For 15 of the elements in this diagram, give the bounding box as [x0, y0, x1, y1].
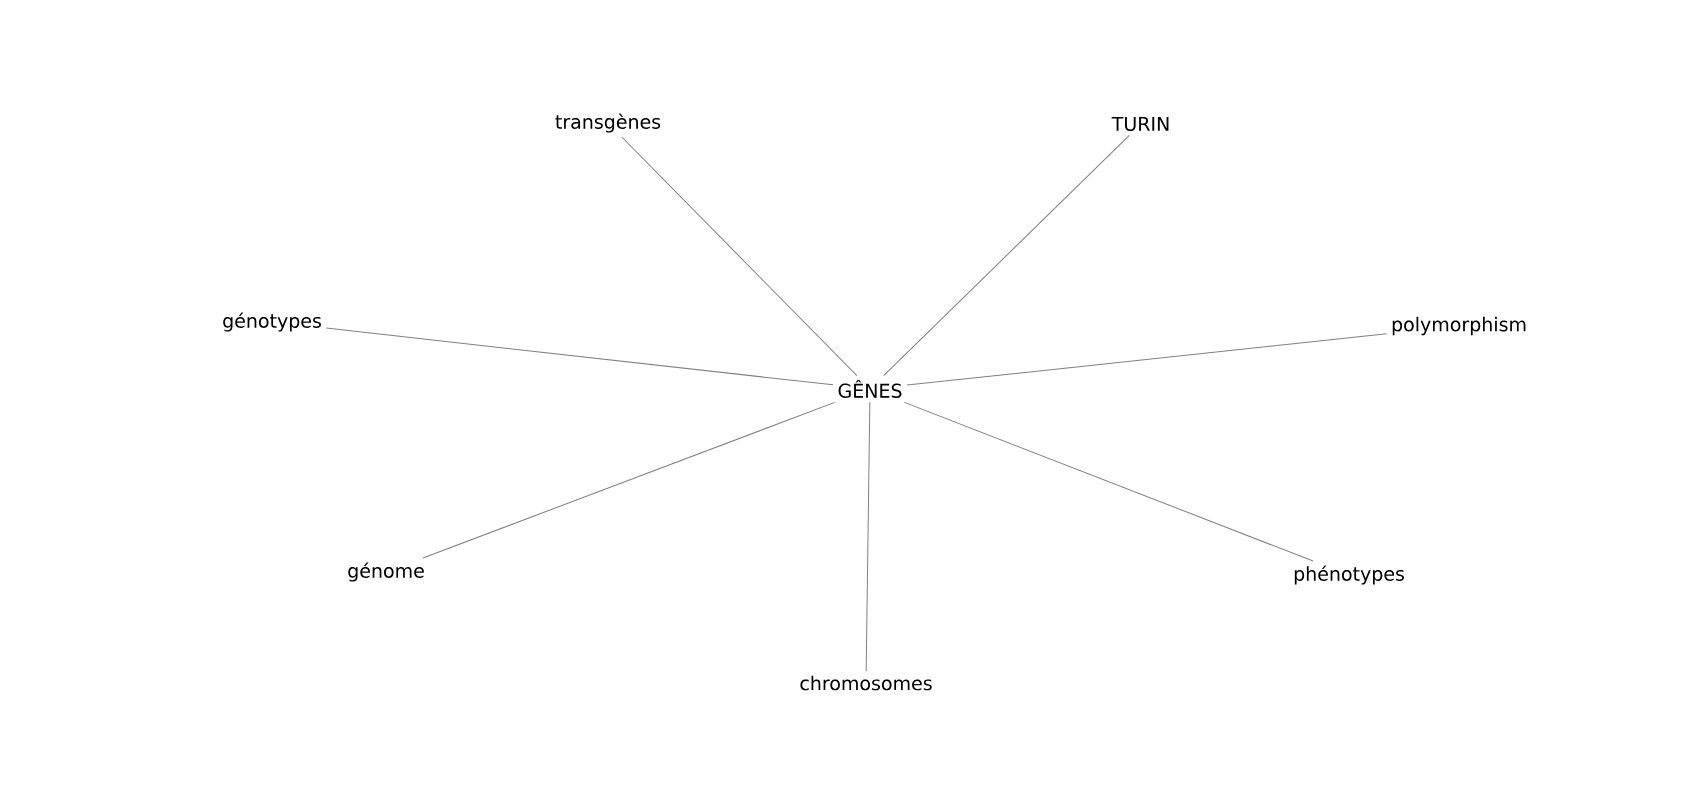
connector-line	[865, 401, 871, 672]
connector-line	[906, 333, 1388, 386]
connector-line	[621, 136, 858, 377]
word-label: chromosomes	[800, 675, 932, 691]
connector-line	[883, 134, 1130, 377]
word-label: transgènes	[555, 113, 661, 133]
word-label: TURIN	[1111, 116, 1169, 132]
word-label: polymorphism	[1392, 316, 1526, 336]
word-label: génotypes	[223, 312, 321, 332]
word-label: phénotypes	[1294, 565, 1404, 585]
word-label: GÊNES	[838, 380, 902, 398]
word-label: génome	[348, 562, 424, 582]
connector-line	[903, 401, 1314, 562]
connector-line	[325, 327, 834, 386]
connector-line	[422, 401, 836, 559]
